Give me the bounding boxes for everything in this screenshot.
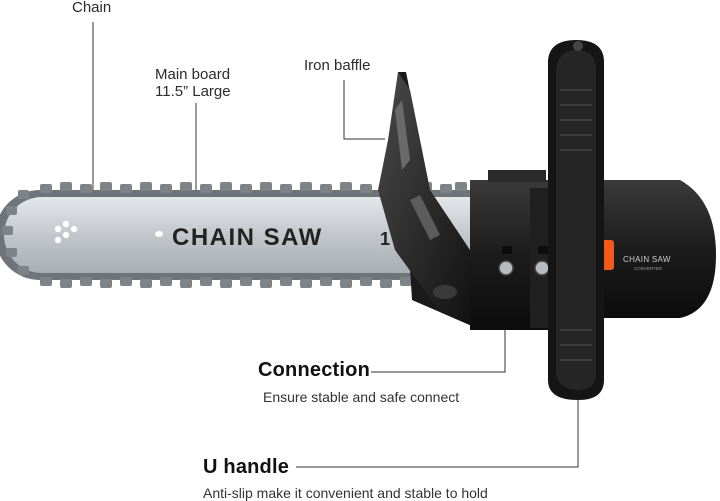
iron-baffle-label: Iron baffle xyxy=(304,57,371,74)
u-handle-desc: Anti-slip make it convenient and stable … xyxy=(203,485,488,501)
body-brand: CHAIN SAW xyxy=(623,255,671,264)
u-handle xyxy=(548,40,604,400)
bar-print-suffix: 1 xyxy=(380,229,390,249)
bolt-left xyxy=(498,260,514,276)
connection-title: Connection xyxy=(258,359,370,381)
iron-baffle xyxy=(378,72,472,326)
main-board-label-line2: 11.5” Large xyxy=(155,83,231,100)
bar-rivet-holes xyxy=(54,220,163,244)
body-brand-sub: CONVERTER xyxy=(634,266,663,271)
bolt-right xyxy=(534,260,550,276)
chain-links-nose xyxy=(2,190,29,275)
guide-bar: CHAIN SAW 1 xyxy=(0,182,475,288)
u-handle-title: U handle xyxy=(203,456,290,478)
orange-tension-knob-right xyxy=(602,240,614,270)
main-board-label-line1: Main board xyxy=(155,66,231,83)
bar-print: CHAIN SAW xyxy=(172,224,323,251)
chain-links-bottom xyxy=(40,277,412,288)
chain-label: Chain xyxy=(72,0,112,16)
connection-desc: Ensure stable and safe connect xyxy=(263,389,460,405)
